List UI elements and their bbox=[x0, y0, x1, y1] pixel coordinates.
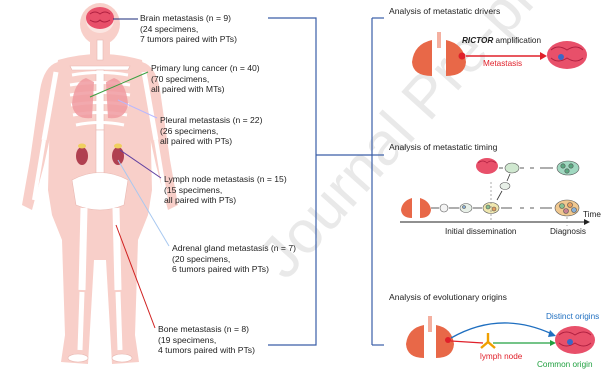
rictor-gene: RICTOR bbox=[462, 36, 493, 45]
lung-title: Primary lung cancer (n = 40) bbox=[151, 63, 260, 74]
time-axis-label: Time bbox=[583, 210, 601, 219]
initial-dissemination-label: Initial dissemination bbox=[445, 227, 516, 236]
time-axis-arrowhead bbox=[584, 219, 590, 225]
distinct-origins-label: Distinct origins bbox=[546, 312, 599, 321]
primary-lung-cancer-label: Primary lung cancer (n = 40) (70 specime… bbox=[151, 63, 260, 95]
brain-metastasis-label: Brain metastasis (n = 9) (24 specimens, … bbox=[140, 13, 237, 45]
common-origin-label: Common origin bbox=[537, 360, 593, 369]
pleural-line2: all paired with PTs) bbox=[160, 136, 262, 147]
origins-lung bbox=[406, 316, 454, 358]
timing-lung bbox=[401, 198, 431, 218]
drivers-lung bbox=[412, 32, 466, 76]
timing-panel-title: Analysis of metastatic timing bbox=[389, 142, 497, 152]
brain-title: Brain metastasis (n = 9) bbox=[140, 13, 237, 24]
adrenal-line2: 6 tumors paired with PTs) bbox=[172, 264, 296, 275]
amplification-text: amplification bbox=[493, 36, 541, 45]
pleural-title: Pleural metastasis (n = 22) bbox=[160, 115, 262, 126]
adrenal-gland-metastasis-label: Adrenal gland metastasis (n = 7) (20 spe… bbox=[172, 243, 296, 275]
lymph-node-icon bbox=[481, 333, 495, 348]
brain-line1: (24 specimens, bbox=[140, 24, 237, 35]
lymph-node-metastasis-label: Lymph node metastasis (n = 15) (15 speci… bbox=[164, 174, 287, 206]
origins-tumor-dot bbox=[445, 337, 451, 343]
pleural-metastasis-label: Pleural metastasis (n = 22) (26 specimen… bbox=[160, 115, 262, 147]
diagnosis-label: Diagnosis bbox=[550, 227, 586, 236]
origins-brain bbox=[555, 326, 595, 354]
rictor-amplification-label: RICTOR amplification bbox=[462, 36, 541, 45]
drivers-brain bbox=[547, 41, 587, 69]
origins-panel-title: Analysis of evolutionary origins bbox=[389, 292, 507, 302]
drivers-arrowhead bbox=[540, 52, 547, 60]
distinct-origins-arrowhead bbox=[548, 330, 556, 337]
lung-line2: all paired with MTs) bbox=[151, 84, 260, 95]
timing-arrows bbox=[431, 168, 553, 208]
timing-brain bbox=[476, 158, 498, 174]
to-lymph-arrow bbox=[451, 341, 483, 343]
metastasis-arrow-label: Metastasis bbox=[483, 59, 522, 68]
lymph-node-label: lymph node bbox=[480, 352, 522, 361]
lymph-title: Lymph node metastasis (n = 15) bbox=[164, 174, 287, 185]
bone-line2: 4 tumors paired with PTs) bbox=[158, 345, 255, 356]
lymph-line1: (15 specimens, bbox=[164, 185, 287, 196]
lung-line1: (70 specimens, bbox=[151, 74, 260, 85]
distinct-origins-arrow bbox=[451, 323, 552, 338]
drivers-panel-title: Analysis of metastatic drivers bbox=[389, 6, 500, 16]
drivers-tumor-dot bbox=[459, 53, 466, 60]
brain-line2: 7 tumors paired with PTs) bbox=[140, 34, 237, 45]
adrenal-line1: (20 specimens, bbox=[172, 254, 296, 265]
bone-metastasis-label: Bone metastasis (n = 8) (19 specimens, 4… bbox=[158, 324, 255, 356]
bone-title: Bone metastasis (n = 8) bbox=[158, 324, 255, 335]
brain-organ bbox=[86, 7, 114, 29]
lymph-line2: all paired with PTs) bbox=[164, 195, 287, 206]
adrenal-title: Adrenal gland metastasis (n = 7) bbox=[172, 243, 296, 254]
bone-line1: (19 specimens, bbox=[158, 335, 255, 346]
pleural-line1: (26 specimens, bbox=[160, 126, 262, 137]
